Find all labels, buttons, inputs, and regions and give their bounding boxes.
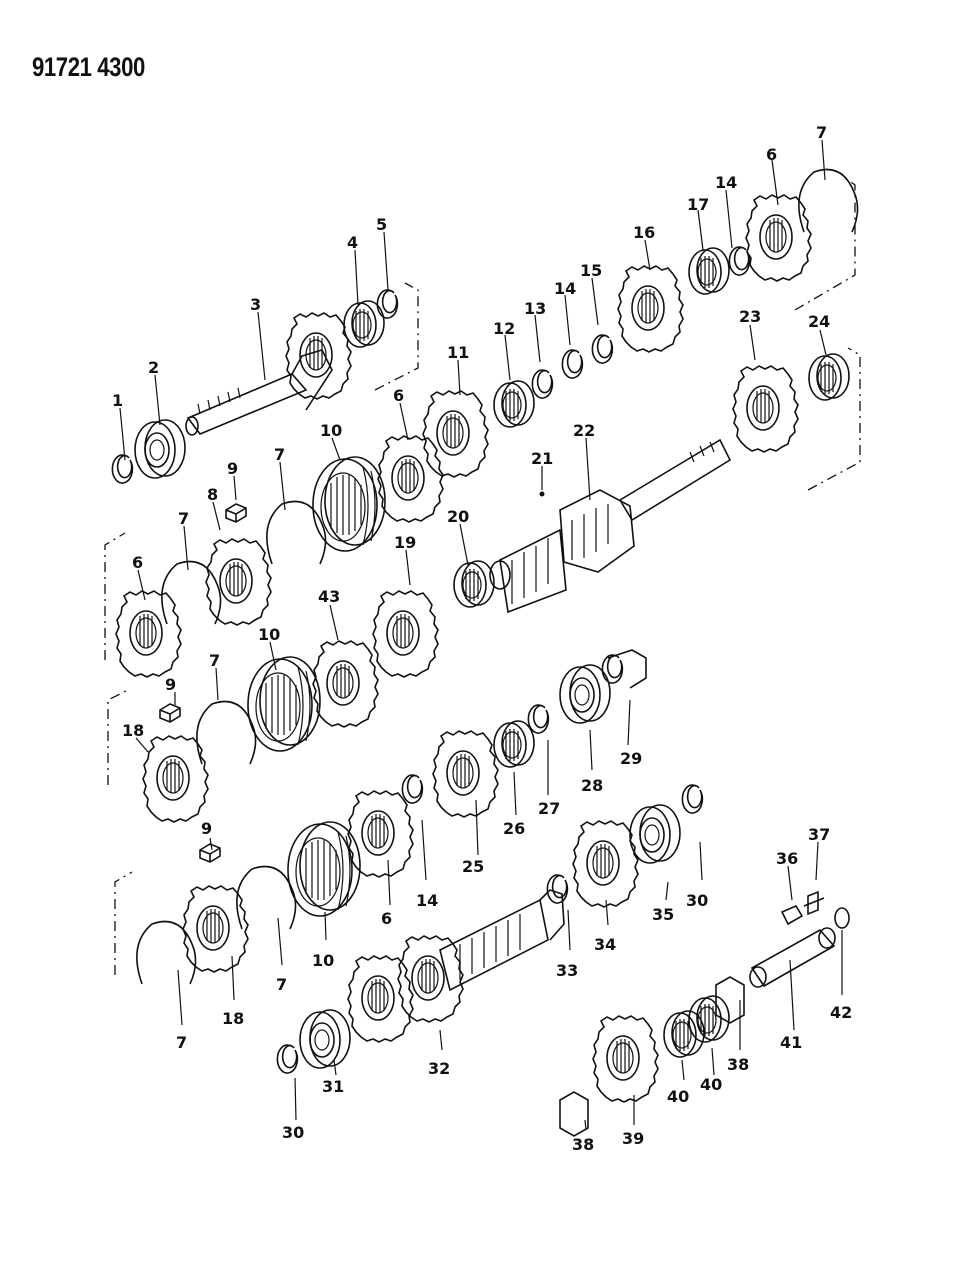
callout-26: 26 xyxy=(503,819,525,838)
callout-32: 32 xyxy=(428,1059,450,1078)
callout-38b: 38 xyxy=(572,1135,594,1154)
callout-5: 5 xyxy=(376,215,387,234)
callout-7e: 7 xyxy=(276,975,287,994)
callout-40a: 40 xyxy=(667,1087,689,1106)
callout-24: 24 xyxy=(808,312,830,331)
ball-21 xyxy=(539,491,545,497)
callout-22: 22 xyxy=(573,421,595,440)
callout-42: 42 xyxy=(830,1003,852,1022)
callout-16: 16 xyxy=(633,223,655,242)
main-shaft xyxy=(489,438,732,614)
bracket-lines xyxy=(104,177,861,975)
callout-labels: 1 2 3 4 5 6 7 14 17 16 15 14 13 12 11 23… xyxy=(112,123,852,1154)
plate-38b xyxy=(559,1091,589,1137)
callout-41: 41 xyxy=(780,1033,802,1052)
callout-6b: 6 xyxy=(393,386,404,405)
callout-20: 20 xyxy=(447,507,469,526)
callout-14b: 14 xyxy=(554,279,576,298)
callout-18a: 18 xyxy=(122,721,144,740)
lock-plate xyxy=(780,904,804,926)
callout-3: 3 xyxy=(250,295,261,314)
callout-6c: 6 xyxy=(132,553,143,572)
callout-10b: 10 xyxy=(258,625,280,644)
callout-10c: 10 xyxy=(312,951,334,970)
callout-10a: 10 xyxy=(320,421,342,440)
callout-19: 19 xyxy=(394,533,416,552)
callout-38a: 38 xyxy=(727,1055,749,1074)
callout-11: 11 xyxy=(447,343,469,362)
collar xyxy=(607,649,647,689)
input-shaft xyxy=(185,312,352,436)
callout-9a: 9 xyxy=(227,459,238,478)
callout-43: 43 xyxy=(318,587,340,606)
callout-31: 31 xyxy=(322,1077,344,1096)
callout-7b: 7 xyxy=(274,445,285,464)
o-ring xyxy=(834,907,850,929)
callout-6a: 6 xyxy=(766,145,777,164)
callout-40b: 40 xyxy=(700,1075,722,1094)
callout-27: 27 xyxy=(538,799,560,818)
callout-1: 1 xyxy=(112,391,123,410)
callout-7d: 7 xyxy=(209,651,220,670)
callout-29: 29 xyxy=(620,749,642,768)
countershaft xyxy=(347,889,565,1043)
callout-34: 34 xyxy=(594,935,616,954)
callout-18b: 18 xyxy=(222,1009,244,1028)
callout-7f: 7 xyxy=(176,1033,187,1052)
callout-35: 35 xyxy=(652,905,674,924)
callout-30a: 30 xyxy=(686,891,708,910)
callout-14a: 14 xyxy=(715,173,737,192)
callout-36: 36 xyxy=(776,849,798,868)
callout-7a: 7 xyxy=(816,123,827,142)
callout-12: 12 xyxy=(493,319,515,338)
callout-23: 23 xyxy=(739,307,761,326)
callout-14c: 14 xyxy=(416,891,438,910)
callout-17: 17 xyxy=(687,195,709,214)
callout-25: 25 xyxy=(462,857,484,876)
callout-2: 2 xyxy=(148,358,159,377)
callout-9c: 9 xyxy=(201,819,212,838)
leader-lines xyxy=(119,139,843,1131)
callout-7c: 7 xyxy=(178,509,189,528)
callout-33: 33 xyxy=(556,961,578,980)
callout-6d: 6 xyxy=(381,909,392,928)
callout-30b: 30 xyxy=(282,1123,304,1142)
callout-37: 37 xyxy=(808,825,830,844)
callout-9b: 9 xyxy=(165,675,176,694)
callout-8: 8 xyxy=(207,485,218,504)
callout-28: 28 xyxy=(581,776,603,795)
plate-38 xyxy=(715,976,745,1024)
idler-shaft xyxy=(749,927,836,988)
callout-13: 13 xyxy=(524,299,546,318)
document-code: 91721 4300 xyxy=(32,52,145,82)
bolt xyxy=(803,890,825,916)
callout-15: 15 xyxy=(580,261,602,280)
callout-39: 39 xyxy=(622,1129,644,1148)
callout-21: 21 xyxy=(531,449,553,468)
callout-4: 4 xyxy=(347,233,358,252)
